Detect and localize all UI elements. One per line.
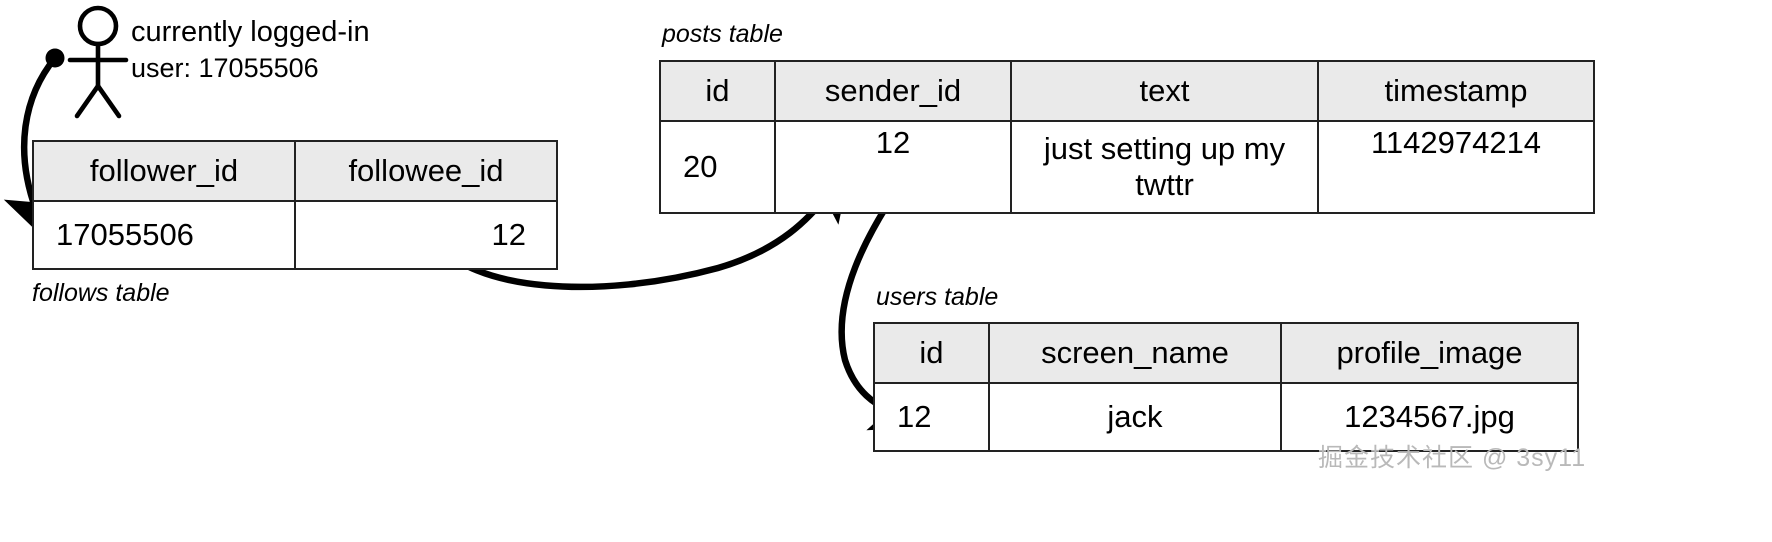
actor-note-line-2: user: 17055506 <box>131 53 319 84</box>
cell-profile-image: 1234567.jpg <box>1280 382 1579 452</box>
actor-note-line-1: currently logged-in <box>131 16 370 48</box>
table-header-row: follower_id followee_id <box>32 140 558 202</box>
column-header-id: id <box>873 322 990 384</box>
users-table: id screen_name profile_image 12 jack 123… <box>873 322 1579 452</box>
column-header-sender-id: sender_id <box>774 60 1012 122</box>
column-header-follower-id: follower_id <box>32 140 296 202</box>
cell-sender-id: 12 <box>774 120 1012 214</box>
table-row: 17055506 12 <box>32 200 558 270</box>
caption-posts-table: posts table <box>662 20 783 48</box>
caption-users-table: users table <box>876 283 999 311</box>
actor-note: currently logged-in user: 17055506 <box>131 14 370 86</box>
posts-table: id sender_id text timestamp 20 12 just s… <box>659 60 1595 214</box>
watermark: 掘金技术社区 @ 3sy11 <box>1318 444 1587 472</box>
cell-timestamp: 1142974214 <box>1317 120 1595 214</box>
table-header-row: id sender_id text timestamp <box>659 60 1595 122</box>
column-header-profile-image: profile_image <box>1280 322 1579 384</box>
person-stick-figure-icon <box>67 5 129 119</box>
cell-user-id: 12 <box>873 382 990 452</box>
column-header-id: id <box>659 60 776 122</box>
table-header-row: id screen_name profile_image <box>873 322 1579 384</box>
column-header-text: text <box>1010 60 1319 122</box>
column-header-followee-id: followee_id <box>294 140 558 202</box>
column-header-timestamp: timestamp <box>1317 60 1595 122</box>
cell-text: just setting up my twttr <box>1010 120 1319 214</box>
cell-post-id: 20 <box>659 120 776 214</box>
cell-follower-id: 17055506 <box>32 200 296 270</box>
table-row: 20 12 just setting up my twttr 114297421… <box>659 120 1595 214</box>
caption-follows-table: follows table <box>32 279 170 307</box>
cell-followee-id: 12 <box>294 200 558 270</box>
cell-screen-name: jack <box>988 382 1282 452</box>
table-row: 12 jack 1234567.jpg <box>873 382 1579 452</box>
follows-table: follower_id followee_id 17055506 12 <box>32 140 558 270</box>
column-header-screen-name: screen_name <box>988 322 1282 384</box>
